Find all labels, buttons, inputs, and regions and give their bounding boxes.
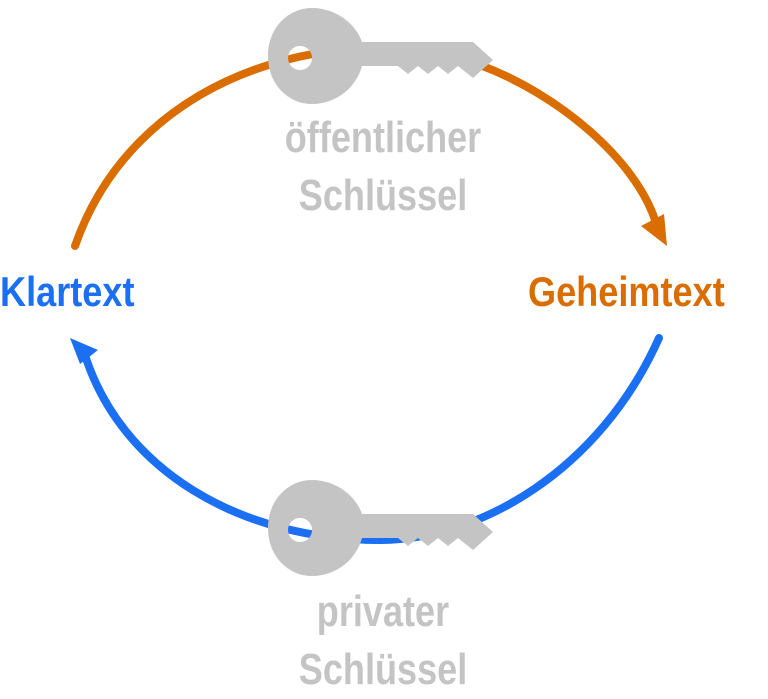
public-key-label: öffentlicher Schlüssel	[260, 109, 506, 225]
private-key-label: privater Schlüssel	[260, 583, 506, 699]
decryption-arc	[80, 334, 663, 545]
public-key-label-line1: öffentlicher	[284, 113, 482, 162]
public-key-icon	[268, 8, 493, 104]
private-key-label-line2: Schlüssel	[298, 645, 468, 694]
public-key-label-line2: Schlüssel	[298, 171, 468, 220]
ciphertext-label: Geheimtext	[528, 268, 725, 315]
encryption-arrow-head-icon	[641, 214, 667, 246]
decryption-arrow-head-icon	[70, 338, 98, 364]
private-key-label-line1: privater	[316, 587, 450, 636]
plaintext-label: Klartext	[0, 268, 135, 315]
private-key-icon	[268, 480, 493, 576]
